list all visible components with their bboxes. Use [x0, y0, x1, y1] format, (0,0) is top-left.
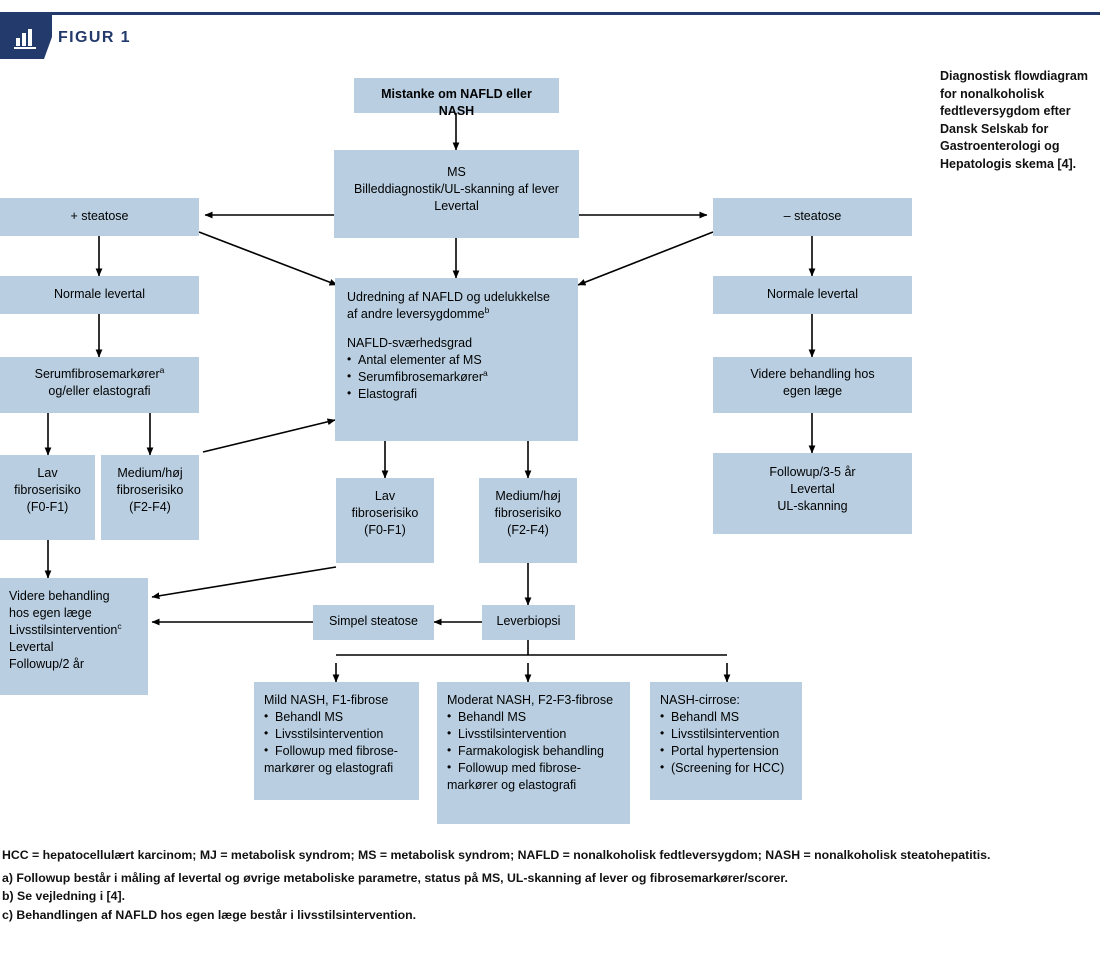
node-outcome-moderate-nash: Moderat NASH, F2-F3-fibrose Behandl MS L… [437, 682, 630, 824]
node-workup-line1: Udredning af NAFLD og udelukkelse [347, 290, 550, 304]
node-risk-high-left-line3: (F2-F4) [129, 500, 171, 514]
node-ms-line1: MS [447, 165, 466, 179]
node-risk-low-center: Lav fibroserisiko (F0-F1) [336, 478, 434, 563]
node-risk-low-left-line2: fibroserisiko [14, 483, 81, 497]
node-gp-followup-right-line1: Videre behandling hos [750, 367, 875, 381]
node-risk-high-left-line1: Medium/høj [117, 466, 183, 480]
node-simple-steatosis-label: Simpel steatose [329, 614, 418, 628]
node-steatose-negative-label: – steatose [783, 209, 842, 223]
node-normal-liver-values-left-label: Normale levertal [53, 287, 145, 301]
footnote-c: c) Behandlingen af NAFLD hos egen læge b… [2, 907, 417, 922]
node-followup-3-5-years: Followup/3-5 år Levertal UL-skanning [713, 453, 912, 534]
flowchart-arrows [44, 113, 816, 683]
node-serum-line2: og/eller elastografi [48, 384, 151, 398]
bar-chart-icon [14, 29, 36, 49]
node-gp-followup-right: Videre behandling hos egen læge [713, 357, 912, 413]
node-gp-treatment-line5: Followup/2 år [9, 657, 85, 671]
node-followup-line2: Levertal [790, 482, 835, 496]
node-workup: Udredning af NAFLD og udelukkelse af and… [335, 278, 578, 441]
node-serum-fibrosis-markers: Serumfibrosemarkørera og/eller elastogra… [0, 357, 199, 413]
node-normal-liver-values-right: Normale levertal [713, 276, 912, 314]
node-outcome-cirrhosis-bullet-4: (Screening for HCC) [660, 759, 792, 777]
node-outcome-mild-continuation: markører og elastografi [264, 761, 394, 775]
node-risk-low-center-line3: (F0-F1) [364, 523, 406, 537]
footnote-b: b) Se vejledning i [4]. [2, 889, 125, 903]
node-risk-high-left-line2: fibroserisiko [116, 483, 184, 497]
node-steatose-positive: + steatose [0, 198, 199, 236]
node-outcome-cirrhosis-bullet-3: Portal hypertension [660, 742, 792, 760]
node-suspicion-label: Mistanke om NAFLD eller NASH [381, 87, 532, 118]
node-ms-line2: Billeddiagnostik/UL-skanning af lever [354, 182, 559, 196]
footnote-abbreviations: HCC = hepatocellulært karcinom; MJ = met… [2, 848, 991, 862]
node-suspicion: Mistanke om NAFLD eller NASH [354, 78, 559, 118]
node-risk-low-left-line1: Lav [37, 466, 58, 480]
flowchart: Mistanke om NAFLD eller NASH MS Billeddi… [0, 0, 1100, 850]
node-outcome-moderate-continuation: markører og elastografi [447, 778, 577, 792]
node-risk-low-center-line2: fibroserisiko [351, 506, 419, 520]
node-gp-treatment-line2: hos egen læge [9, 606, 92, 620]
node-workup-line2: af andre leversygdommeb [347, 304, 490, 321]
node-outcome-moderate-bullet-3: Farmakologisk behandling [447, 742, 620, 760]
node-ms-line3: Levertal [434, 199, 479, 213]
node-gp-treatment-line3: Livsstilsinterventionc [9, 620, 122, 637]
node-outcome-nash-cirrhosis: NASH-cirrose: Behandl MS Livsstilsinterv… [650, 682, 802, 800]
node-steatose-positive-label: + steatose [70, 209, 129, 223]
node-outcome-mild-bullet-2: Livsstilsintervention [264, 725, 409, 743]
node-risk-high-center-line2: fibroserisiko [494, 506, 562, 520]
node-risk-high-center: Medium/høj fibroserisiko (F2-F4) [479, 478, 577, 563]
top-rule [0, 12, 1100, 15]
node-workup-bullet-3: Elastografi [347, 385, 566, 403]
node-risk-low-left: Lav fibroserisiko (F0-F1) [0, 455, 95, 540]
figure-caption: Diagnostisk flowdiagram for nonalkoholis… [940, 69, 1088, 171]
footnote-a: a) Followup består i måling af levertal … [2, 870, 788, 885]
node-risk-low-center-line1: Lav [374, 489, 396, 503]
node-outcome-mild-nash: Mild NASH, F1-fibrose Behandl MS Livssti… [254, 682, 419, 800]
node-outcome-mild-bullet-1: Behandl MS [264, 708, 409, 726]
node-risk-low-left-line3: (F0-F1) [26, 500, 69, 514]
node-normal-liver-values-right-label: Normale levertal [766, 287, 858, 301]
node-followup-line1: Followup/3-5 år [769, 465, 856, 479]
node-workup-bullet-1: Antal elementer af MS [347, 351, 566, 369]
node-risk-high-left: Medium/høj fibroserisiko (F2-F4) [101, 455, 199, 540]
node-outcome-cirrhosis-bullets: Behandl MS Livsstilsintervention Portal … [660, 708, 792, 777]
node-workup-bullet-2: Serumfibrosemarkørera [347, 368, 566, 386]
node-normal-liver-values-left: Normale levertal [0, 276, 199, 314]
node-risk-high-center-line3: (F2-F4) [507, 523, 549, 537]
node-ms: MS Billeddiagnostik/UL-skanning af lever… [334, 150, 579, 238]
footnotes: HCC = hepatocellulært karcinom; MJ = met… [2, 846, 1096, 924]
node-workup-bullets: Antal elementer af MS Serumfibrosemarkør… [347, 351, 566, 403]
node-outcome-moderate-title: Moderat NASH, F2-F3-fibrose [447, 693, 614, 707]
node-workup-heading: NAFLD-sværhedsgrad [347, 336, 473, 350]
node-outcome-cirrhosis-bullet-2: Livsstilsintervention [660, 725, 792, 743]
node-outcome-cirrhosis-bullet-1: Behandl MS [660, 708, 792, 726]
node-gp-followup-right-line2: egen læge [782, 384, 843, 398]
page-title: FIGUR 1 [58, 29, 131, 46]
node-outcome-moderate-bullet-2: Livsstilsintervention [447, 725, 620, 743]
node-risk-high-center-line1: Medium/høj [495, 489, 561, 503]
node-gp-treatment-line4: Levertal [9, 640, 54, 654]
node-outcome-moderate-bullet-4: Followup med fibrose- [447, 759, 620, 777]
node-gp-treatment-line1: Videre behandling [9, 589, 110, 603]
node-outcome-mild-bullets: Behandl MS Livsstilsintervention Followu… [264, 708, 409, 760]
node-outcome-moderate-bullets: Behandl MS Livsstilsintervention Farmako… [447, 708, 620, 777]
node-followup-line3: UL-skanning [777, 499, 848, 513]
node-outcome-mild-title: Mild NASH, F1-fibrose [264, 693, 389, 707]
node-simple-steatosis: Simpel steatose [313, 605, 434, 640]
node-outcome-moderate-bullet-1: Behandl MS [447, 708, 620, 726]
node-serum-line1: Serumfibrosemarkørera [34, 364, 165, 381]
node-liver-biopsy-label: Leverbiopsi [496, 614, 561, 628]
node-steatose-negative: – steatose [713, 198, 912, 236]
figure-tab [0, 15, 60, 59]
node-outcome-cirrhosis-title: NASH-cirrose: [660, 693, 740, 707]
node-liver-biopsy: Leverbiopsi [482, 605, 575, 640]
node-gp-treatment-left: Videre behandling hos egen læge Livsstil… [0, 578, 148, 695]
node-outcome-mild-bullet-3: Followup med fibrose- [264, 742, 409, 760]
